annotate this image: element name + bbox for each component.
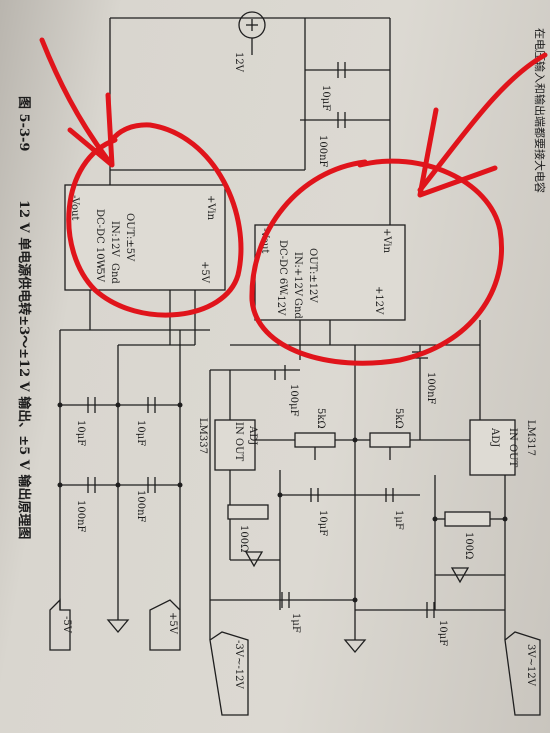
- left-cap-3-label: 100nF: [75, 500, 86, 533]
- dcdc-right-spec-in: IN:+12V: [292, 252, 303, 297]
- lm317-pot-label: 5kΩ: [393, 408, 404, 429]
- dcdc-left-module: [64, 184, 226, 291]
- module-wiring: [59, 290, 481, 630]
- input-cap-10uf-label: 10μF: [320, 85, 331, 111]
- lm317-cadj-label: 1μF: [393, 510, 404, 530]
- lm337-cin-label: 100μF: [288, 384, 299, 417]
- lm317-pin-io: IN OUT: [507, 428, 518, 468]
- circle-left: [66, 122, 244, 318]
- arrow-left-shaft: [39, 37, 111, 163]
- ground-icon: [106, 610, 130, 634]
- lm317-r-label: 100Ω: [463, 532, 474, 559]
- left-cap-2-label: 10μF: [135, 420, 146, 446]
- output-pos5-label: +5V: [167, 612, 178, 635]
- header-text: 在电压输入和输出端都要接大电容: [533, 28, 547, 193]
- lm337-cout-label: 1μF: [290, 613, 301, 633]
- lm317-cin-label: 100nF: [425, 372, 436, 405]
- output-tag-neg5: [49, 598, 71, 651]
- dcdc-left-pin-neg: -5V: [94, 265, 105, 283]
- lm317-pin-adj: ADJ: [489, 427, 500, 447]
- circle-right: [249, 158, 504, 366]
- dcdc-left-pin-vin: +Vin: [205, 195, 216, 221]
- output-neg5-label: -5V: [61, 616, 72, 634]
- dcdc-right-spec-out: OUT:±12V: [307, 248, 318, 303]
- lm337-pin-adj: ADJ: [247, 425, 258, 445]
- dcdc-right-title: DC-DC 6W: [277, 240, 288, 295]
- output-negvar-label: -3V~-12V: [233, 640, 244, 689]
- lm317-network: [355, 345, 508, 618]
- input-cap-100nf-label: 100nF: [317, 135, 328, 168]
- figure-title: 12 V 单电源供电转±3～±12 V 输出、±5 V 输出原理图: [16, 200, 32, 539]
- input-cap-10uf: [300, 62, 390, 128]
- lm317-name: LM317: [525, 420, 536, 456]
- dcdc-left-pin-vout-neg: -Vout: [69, 195, 80, 220]
- lm337-cadj-label: 10μF: [317, 510, 328, 536]
- lm317-cout-label: 10μF: [437, 620, 448, 646]
- lm337-regulator: [214, 419, 256, 471]
- output-tag-posvar: [504, 610, 541, 716]
- lm337-network: [209, 365, 480, 640]
- dcdc-left-spec-out: OUT:±5V: [124, 213, 135, 262]
- dcdc-left-spec-in: IN:12V: [109, 221, 120, 257]
- lm337-pin-io: IN OUT: [233, 422, 244, 462]
- supply-label: 12V: [233, 52, 244, 73]
- output-tag-pos5: [149, 599, 181, 651]
- battery-icon: [238, 11, 266, 55]
- arrow-right-head: [417, 107, 498, 198]
- left-cap-4-label: 100nF: [135, 490, 146, 523]
- dcdc-right-pin-neg: -12V: [275, 292, 286, 316]
- left-capacitors: [57, 397, 183, 493]
- dcdc-right-pin-vin: +Vin: [381, 228, 392, 254]
- dcdc-left-pin-pos: +5V: [199, 261, 210, 284]
- lm337-r-label: 100Ω: [238, 525, 249, 552]
- output-tag-negvar: [209, 631, 249, 716]
- dcdc-left-spec-gnd: Gnd: [109, 263, 120, 284]
- dcdc-right-module: [254, 224, 406, 321]
- lm317-regulator: [469, 419, 516, 476]
- dcdc-right-pin-pos: +12V: [373, 286, 384, 315]
- figure-number: 图 5-3-9: [16, 96, 31, 151]
- lm337-name: LM337: [197, 418, 208, 454]
- dcdc-right-spec-gnd: Gnd: [292, 298, 303, 319]
- arrow-right-shaft: [417, 52, 548, 193]
- arrow-left-head: [67, 92, 115, 168]
- red-annotation-marks: [39, 37, 548, 366]
- output-posvar-label: 3V~12V: [525, 644, 536, 687]
- lm337-pot-label: 5kΩ: [315, 408, 326, 429]
- ground-icon: [343, 630, 367, 654]
- dcdc-left-title: DC-DC 10W: [94, 209, 105, 271]
- left-cap-1-label: 10μF: [75, 420, 86, 446]
